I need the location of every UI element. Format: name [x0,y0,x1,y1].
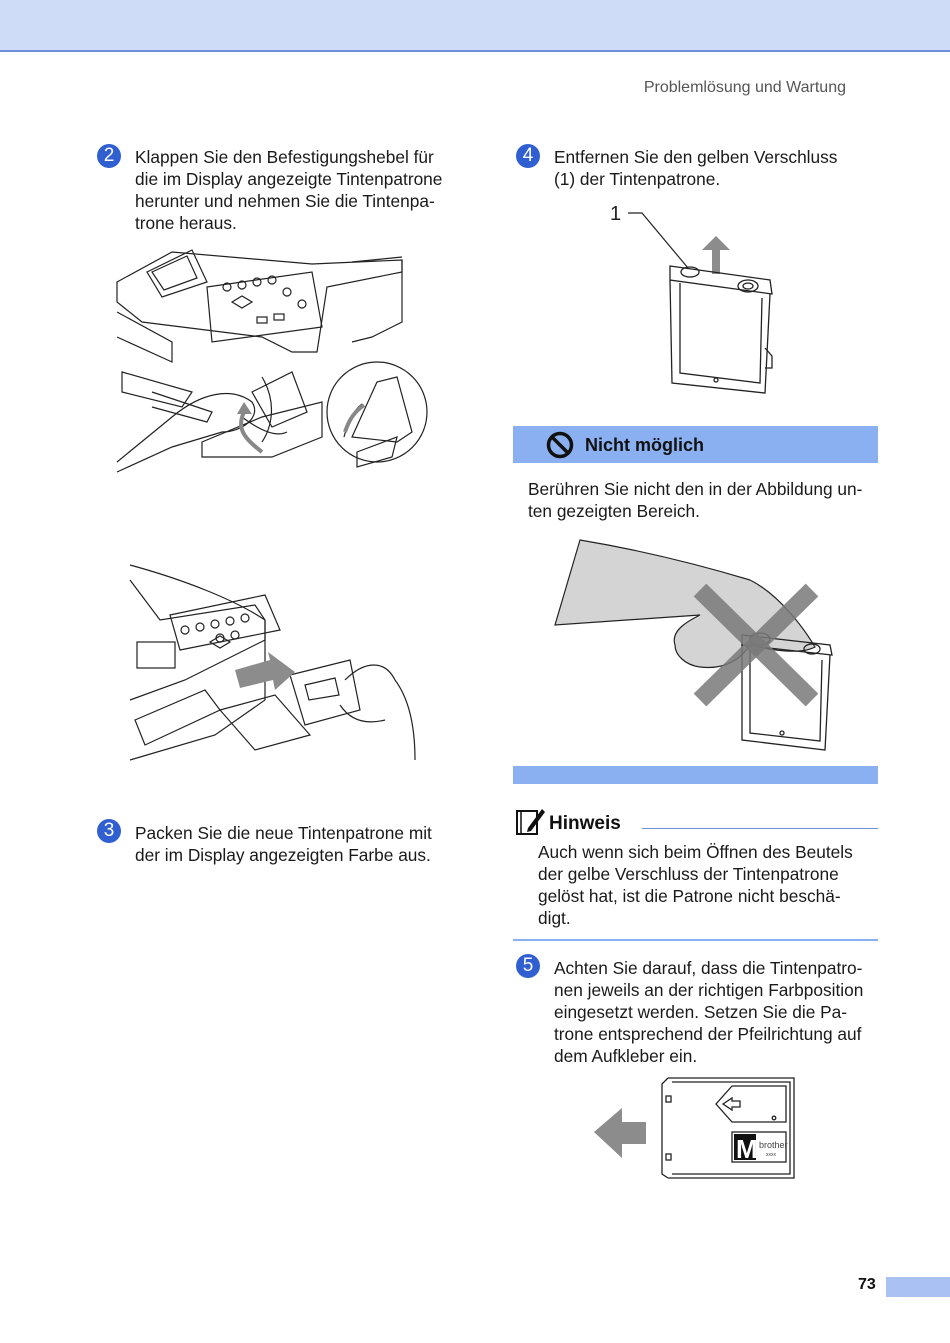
text-line: herunter und nehmen Sie die Tintenpa- [135,191,435,211]
insert-direction-arrow [594,1108,646,1158]
step-3-text: Packen Sie die neue Tintenpatrone mit de… [135,822,432,866]
warning-banner-end [513,766,878,784]
step-number-3: 3 [97,819,121,843]
text-line: gelöst hat, ist die Patrone nicht beschä… [538,886,841,906]
text-line: eingesetzt werden. Setzen Sie die Pa- [554,1002,847,1022]
warning-banner: Nicht möglich [513,426,878,463]
page-number: 73 [858,1276,876,1293]
text-line: trone entsprechend der Pfeilrichtung auf [554,1024,862,1044]
text-line: Packen Sie die neue Tintenpatrone mit [135,823,432,843]
brand-label: brother [759,1140,788,1150]
text-line: Entfernen Sie den gelben Verschluss [554,147,838,167]
label-code: xxxx [766,1152,777,1158]
text-line: (1) der Tintenpatrone. [554,169,721,189]
printer-remove-cartridge-illustration [116,249,428,473]
header-band [0,0,950,52]
text-line: digt. [538,908,571,928]
step-2-text: Klappen Sie den Befestigungshebel für di… [135,146,442,234]
running-head: Problemlösung und Wartung [643,79,846,96]
note-pencil-icon [516,809,545,835]
text-line: der im Display angezeigten Farbe aus. [135,845,431,865]
text-line: ten gezeigten Bereich. [528,501,700,521]
do-not-touch-illustration [554,539,833,751]
warning-text: Berühren Sie nicht den in der Abbildung … [528,478,862,522]
step-number-5: 5 [516,954,540,978]
text-line: dem Aufkleber ein. [554,1046,698,1066]
text-line: trone heraus. [135,213,237,233]
text-line: die im Display angezeigte Tintenpatrone [135,169,443,189]
text-line: Achten Sie darauf, dass die Tintenpatro- [554,958,863,978]
text-line: Auch wenn sich beim Öffnen des Beutels [538,842,853,862]
text-line: Berühren Sie nicht den in der Abbildung … [528,479,863,499]
color-letter-box [734,1134,756,1160]
note-text: Auch wenn sich beim Öffnen des Beutels d… [538,841,853,929]
step-number-4: 4 [516,144,540,168]
step-4-text: Entfernen Sie den gelben Verschluss (1) … [554,146,837,190]
note-bottom-rule [513,939,878,941]
page-tab [886,1277,950,1297]
step-5-text: Achten Sie darauf, dass die Tintenpatro-… [554,957,863,1067]
printer-insert-cartridge-illustration [129,564,416,761]
text-line: der gelbe Verschluss der Tintenpatrone [538,864,839,884]
warning-title: Nicht möglich [585,435,705,455]
color-letter: M [736,1134,758,1164]
cartridge-cap-illustration: 1 [610,203,773,394]
note-title: Hinweis [549,813,621,834]
step-number-2: 2 [97,144,121,168]
note-rule [642,828,878,829]
callout-label-1: 1 [610,203,621,225]
text-line: nen jeweils an der richtigen Farbpositio… [554,980,864,1000]
cartridge-label-illustration: M brother xxxx [594,1077,795,1179]
text-line: Klappen Sie den Befestigungshebel für [135,147,434,167]
prohibited-icon [546,431,574,459]
